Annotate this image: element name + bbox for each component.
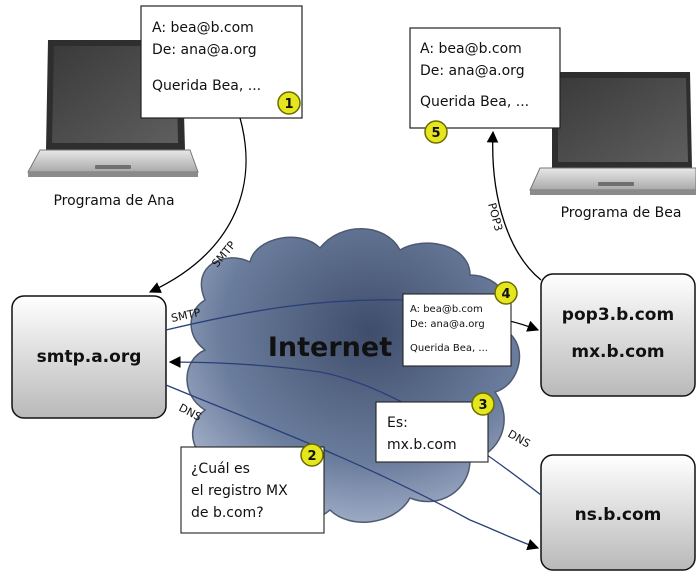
step-badge-2: 2	[300, 443, 324, 467]
pop3-to-bea-arrow	[486, 130, 542, 281]
mail-note-transit: A: bea@b.com De: ana@a.org Querida Bea, …	[402, 293, 512, 367]
mail-to: A: bea@b.com	[152, 20, 254, 36]
answer-line-2: mx.b.com	[387, 437, 457, 453]
dns-protocol-label-2: DNS	[506, 427, 533, 450]
internet-label: Internet	[268, 332, 392, 363]
dns-question-box: ¿Cuál es el registro MX de b.com?	[180, 446, 325, 534]
mail-to: A: bea@b.com	[420, 41, 522, 57]
step-number: 4	[501, 287, 510, 302]
mail-note-bea: A: bea@b.com De: ana@a.org Querida Bea, …	[409, 27, 561, 129]
step-badge-4: 4	[494, 281, 518, 305]
bea-program-label: Programa de Bea	[561, 205, 682, 221]
mail-note-ana: A: bea@b.com De: ana@a.org Querida Bea, …	[140, 5, 303, 119]
question-line-3: de b.com?	[191, 505, 264, 521]
smtp-from-ana-arrow	[148, 117, 247, 293]
server-pop3-mx: pop3.b.com mx.b.com	[540, 273, 696, 397]
pop3-server-label: pop3.b.com	[562, 305, 674, 325]
server-smtp: smtp.a.org	[11, 295, 167, 419]
step-number: 1	[284, 97, 293, 112]
mail-body: Querida Bea, ...	[420, 94, 529, 110]
ana-program-label: Programa de Ana	[53, 193, 174, 209]
mail-body: Querida Bea, ...	[410, 343, 488, 354]
mx-server-label: mx.b.com	[571, 342, 664, 362]
mail-body: Querida Bea, ...	[152, 78, 261, 94]
smtp-server-label: smtp.a.org	[37, 347, 142, 367]
mail-from: De: ana@a.org	[420, 63, 525, 79]
step-badge-3: 3	[471, 392, 495, 416]
smtp-protocol-label-2: SMTP	[170, 306, 202, 325]
question-line-2: el registro MX	[191, 483, 288, 499]
answer-line-1: Es:	[387, 415, 408, 431]
step-badge-5: 5	[424, 120, 448, 144]
laptop-bea-icon	[529, 72, 696, 195]
ns-server-label: ns.b.com	[575, 505, 662, 525]
step-number: 3	[478, 398, 487, 413]
dns-answer-box: Es: mx.b.com	[375, 401, 489, 463]
step-number: 5	[431, 126, 440, 141]
question-line-1: ¿Cuál es	[191, 461, 250, 477]
step-number: 2	[307, 449, 316, 464]
mail-to: A: bea@b.com	[410, 304, 483, 315]
pop3-protocol-label: POP3	[485, 201, 505, 232]
mail-from: De: ana@a.org	[152, 42, 257, 58]
step-badge-1: 1	[277, 91, 301, 115]
mail-from: De: ana@a.org	[410, 319, 485, 330]
server-ns: ns.b.com	[540, 454, 696, 571]
smtp-to-mx-line	[165, 299, 406, 331]
dns-query-line	[165, 384, 540, 551]
